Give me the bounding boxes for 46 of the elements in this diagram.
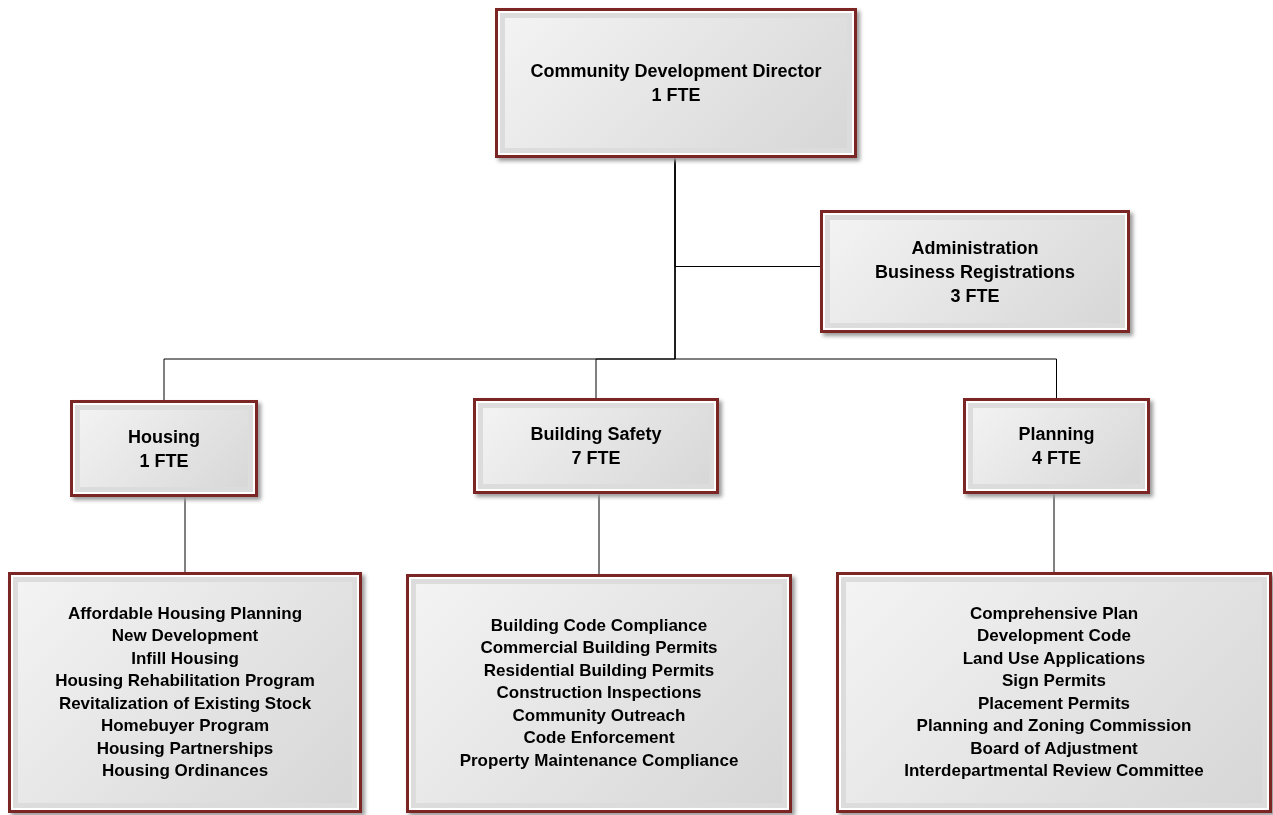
duties-box (406, 574, 792, 813)
box-text: Administration (910, 236, 1040, 260)
duty-item: Building Code Compliance (489, 614, 709, 637)
connector-line (598, 493, 600, 575)
connector-line (184, 496, 186, 573)
duties-box (8, 572, 362, 813)
box-text: Building Safety (529, 423, 663, 446)
box-text: 7 FTE (570, 447, 622, 470)
duty-item: Placement Permits (976, 692, 1132, 715)
duty-item: Code Enforcement (522, 727, 676, 750)
box-text: 1 FTE (650, 84, 702, 107)
box-text: 3 FTE (949, 284, 1001, 308)
box-text: Business Registrations (873, 260, 1077, 284)
duty-item: Interdepartmental Review Committee (903, 760, 1205, 782)
duty-item: Homebuyer Program (99, 715, 271, 737)
duty-item: New Development (110, 625, 260, 647)
box-text: Community Development Director (529, 60, 823, 83)
duty-item: Development Code (976, 625, 1132, 647)
connector-line (1053, 493, 1055, 573)
duty-item: Community Outreach (511, 704, 687, 727)
duty-item: Housing Partnerships (95, 737, 275, 760)
duty-item: Housing Rehabilitation Program (54, 670, 316, 692)
role-box (70, 400, 258, 497)
role-box (820, 210, 1130, 333)
duty-item: Land Use Applications (961, 647, 1147, 670)
box-text: Housing (127, 425, 201, 449)
duty-item: Property Maintenance Compliance (458, 749, 740, 772)
duty-item: Infill Housing (130, 647, 240, 670)
duties-box (836, 572, 1272, 813)
duty-item: Residential Building Permits (482, 659, 716, 682)
duty-item: Housing Ordinances (100, 760, 270, 782)
duty-item: Commercial Building Permits (479, 637, 719, 660)
box-text: 4 FTE (1031, 447, 1082, 470)
duty-item: Affordable Housing Planning (66, 602, 304, 625)
role-box (963, 398, 1150, 494)
duty-item: Construction Inspections (495, 682, 703, 705)
connector-line (674, 157, 1057, 399)
duty-item: Comprehensive Plan (968, 602, 1140, 625)
box-text: 1 FTE (138, 449, 190, 473)
duty-item: Revitalization of Existing Stock (57, 692, 313, 715)
duty-item: Board of Adjustment (969, 737, 1139, 760)
role-box (495, 8, 857, 158)
duty-item: Sign Permits (1001, 670, 1107, 692)
duty-item: Planning and Zoning Commission (915, 715, 1193, 737)
box-text: Planning (1017, 423, 1096, 446)
role-box (473, 398, 719, 494)
